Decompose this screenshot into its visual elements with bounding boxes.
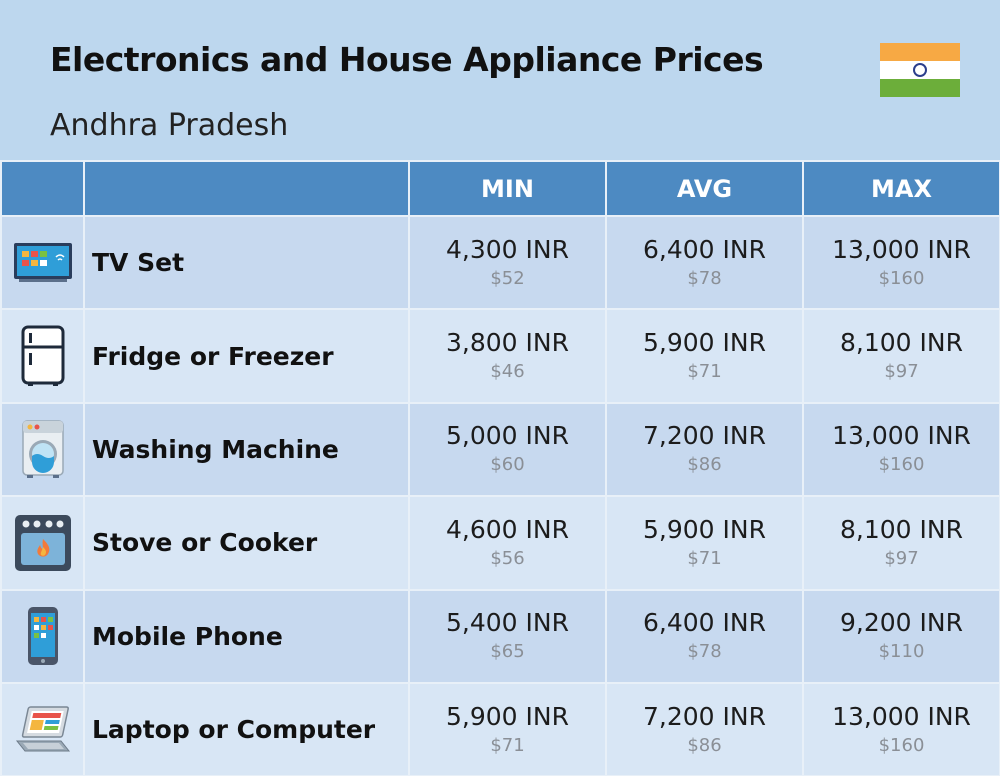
price-usd: $65 (490, 641, 525, 663)
price-usd: $71 (490, 734, 525, 756)
price-inr: 5,900 INR (643, 328, 766, 358)
max-price: 9,200 INR $110 (802, 588, 1000, 684)
min-price: 4,600 INR $56 (408, 495, 607, 591)
item-name: Laptop or Computer (83, 681, 410, 776)
table-row: Fridge or Freezer 3,800 INR $46 5,900 INR… (0, 308, 1000, 404)
price-usd: $110 (878, 641, 925, 663)
table-row: Washing Machine 5,000 INR $60 7,200 INR $8… (0, 401, 1000, 498)
header-max: MAX (802, 160, 1000, 217)
price-table: MIN AVG MAX TV Set (0, 160, 1000, 776)
max-price: 13,000 INR $160 (802, 401, 1000, 498)
avg-price: 5,900 INR $71 (605, 495, 804, 591)
header-min: MIN (408, 160, 607, 217)
avg-price: 7,200 INR $86 (605, 681, 804, 776)
table-row: TV Set 4,300 INR $52 6,400 INR $78 13,000 … (0, 214, 1000, 311)
price-usd: $71 (687, 361, 722, 383)
item-name: Stove or Cooker (83, 495, 410, 591)
page-title: Electronics and House Appliance Prices (50, 40, 764, 79)
price-usd: $71 (687, 547, 722, 569)
fridge-icon (0, 308, 85, 404)
table-row: Laptop or Computer 5,900 INR $71 7,200 IN… (0, 681, 1000, 776)
max-price: 8,100 INR $97 (802, 495, 1000, 591)
price-usd: $160 (878, 734, 925, 756)
item-name: Washing Machine (83, 401, 410, 498)
item-name: TV Set (83, 214, 410, 311)
price-inr: 13,000 INR (832, 234, 971, 264)
min-price: 3,800 INR $46 (408, 308, 607, 404)
price-usd: $56 (490, 547, 525, 569)
avg-price: 5,900 INR $71 (605, 308, 804, 404)
mobile-phone-icon (0, 588, 85, 684)
washing-machine-icon (0, 401, 85, 498)
table-row: Mobile Phone 5,400 INR $65 6,400 INR $78 9… (0, 588, 1000, 684)
header-icon-cell (0, 160, 85, 217)
price-usd: $60 (490, 454, 525, 476)
avg-price: 7,200 INR $86 (605, 401, 804, 498)
price-inr: 7,200 INR (643, 701, 766, 731)
price-inr: 13,000 INR (832, 421, 971, 451)
page-header: Electronics and House Appliance Prices A… (0, 0, 1000, 160)
price-usd: $97 (884, 361, 919, 383)
price-usd: $97 (884, 547, 919, 569)
price-inr: 3,800 INR (446, 328, 569, 358)
min-price: 5,000 INR $60 (408, 401, 607, 498)
price-inr: 6,400 INR (643, 234, 766, 264)
item-name: Mobile Phone (83, 588, 410, 684)
min-price: 4,300 INR $52 (408, 214, 607, 311)
min-price: 5,900 INR $71 (408, 681, 607, 776)
price-usd: $52 (490, 267, 525, 289)
price-usd: $78 (687, 267, 722, 289)
max-price: 13,000 INR $160 (802, 214, 1000, 311)
item-name: Fridge or Freezer (83, 308, 410, 404)
header-avg: AVG (605, 160, 804, 217)
price-usd: $78 (687, 641, 722, 663)
price-inr: 8,100 INR (840, 514, 963, 544)
price-inr: 8,100 INR (840, 328, 963, 358)
price-inr: 7,200 INR (643, 421, 766, 451)
price-inr: 5,000 INR (446, 421, 569, 451)
price-inr: 4,600 INR (446, 514, 569, 544)
min-price: 5,400 INR $65 (408, 588, 607, 684)
price-inr: 13,000 INR (832, 701, 971, 731)
laptop-icon (0, 681, 85, 776)
price-inr: 5,900 INR (643, 514, 766, 544)
price-inr: 4,300 INR (446, 234, 569, 264)
price-inr: 5,400 INR (446, 608, 569, 638)
price-inr: 5,900 INR (446, 701, 569, 731)
stove-icon (0, 495, 85, 591)
avg-price: 6,400 INR $78 (605, 588, 804, 684)
price-usd: $86 (687, 454, 722, 476)
max-price: 13,000 INR $160 (802, 681, 1000, 776)
tv-icon (0, 214, 85, 311)
price-usd: $46 (490, 361, 525, 383)
india-flag-icon (880, 43, 960, 97)
max-price: 8,100 INR $97 (802, 308, 1000, 404)
table-row: Stove or Cooker 4,600 INR $56 5,900 INR $7… (0, 495, 1000, 591)
avg-price: 6,400 INR $78 (605, 214, 804, 311)
price-usd: $160 (878, 267, 925, 289)
price-inr: 6,400 INR (643, 608, 766, 638)
header-name-cell (83, 160, 410, 217)
price-usd: $160 (878, 454, 925, 476)
price-usd: $86 (687, 734, 722, 756)
price-inr: 9,200 INR (840, 608, 963, 638)
table-header-row: MIN AVG MAX (0, 160, 1000, 217)
page-subtitle: Andhra Pradesh (50, 108, 289, 143)
